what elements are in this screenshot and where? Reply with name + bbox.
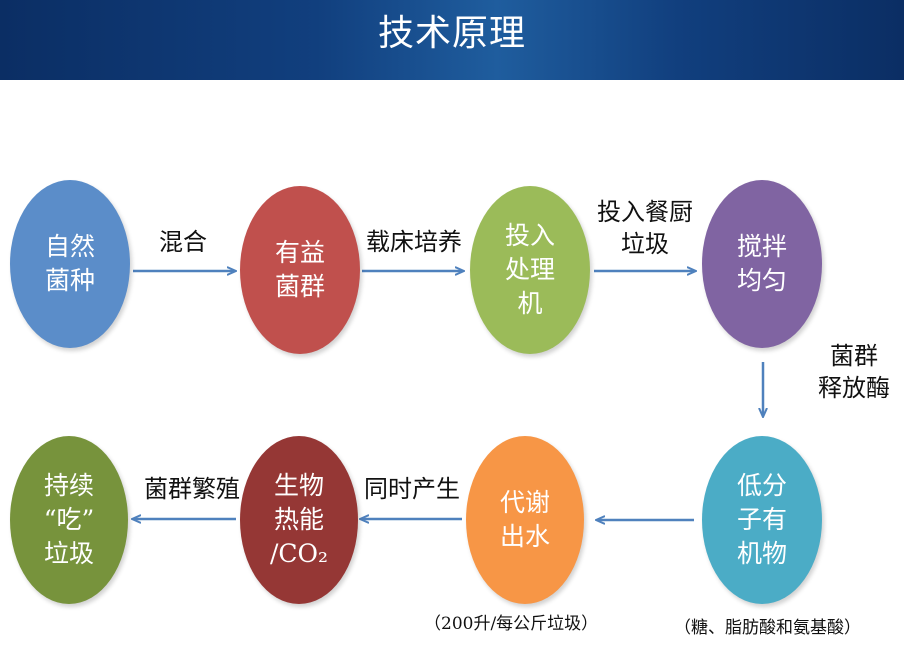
node-beneficial-flora: 有益 菌群	[240, 186, 360, 354]
label-input-food-waste: 投入餐厨 垃圾	[597, 198, 693, 258]
page-title: 技术原理	[377, 13, 526, 54]
label-carrier-culture: 载床培养	[366, 228, 462, 256]
node-processor: 投入 处理 机	[470, 186, 590, 354]
note-water-output: （200升/每公斤垃圾）	[424, 614, 599, 634]
label-mix: 混合	[159, 228, 207, 256]
note-compounds: （糖、脂肪酸和氨基酸）	[674, 618, 861, 638]
label-simultaneous: 同时产生	[364, 475, 460, 503]
label-flora-breeding: 菌群繁殖	[144, 475, 240, 503]
node-bio-heat: 生物 热能 /CO₂	[240, 436, 358, 604]
node-natural-strain: 自然 菌种	[10, 180, 130, 348]
node-stir: 搅拌 均匀	[702, 180, 822, 348]
label-release-enzyme: 菌群 释放酶	[818, 342, 890, 402]
node-continuous-eat: 持续 “吃” 垃圾	[10, 436, 128, 604]
node-low-molecular: 低分 子有 机物	[702, 436, 822, 604]
title-bar: 技术原理	[0, 0, 904, 80]
node-metabolic-water: 代谢 出水	[466, 436, 584, 604]
